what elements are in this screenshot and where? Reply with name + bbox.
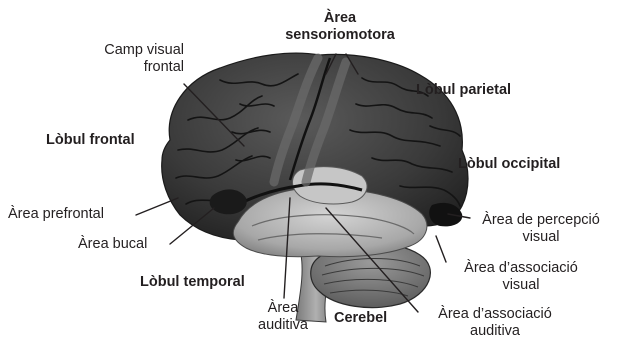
label-area-prefrontal: Àrea prefrontal <box>8 206 104 223</box>
label-area-sensoriomotora-line2: sensoriomotora <box>270 27 410 44</box>
label-camp-visual-frontal-line1: Camp visual <box>74 42 184 59</box>
leader-area-prefrontal <box>136 198 178 215</box>
label-area-dassociacio-visual-line2: visual <box>446 277 596 294</box>
leader-associacio-visual <box>436 236 446 262</box>
label-area-sensoriomotora-line1: Àrea <box>270 10 410 27</box>
label-area-de-percepcio-visual: Àrea de percepció visual <box>466 212 616 246</box>
label-area-de-percepcio-visual-line1: Àrea de percepció <box>466 212 616 229</box>
label-area-auditiva-line2: auditiva <box>248 317 318 334</box>
label-camp-visual-frontal: Camp visual frontal <box>74 42 184 76</box>
label-lobul-frontal: Lòbul frontal <box>46 132 135 149</box>
label-area-bucal: Àrea bucal <box>78 236 147 253</box>
label-area-de-percepcio-visual-line2: visual <box>466 229 616 246</box>
label-area-sensoriomotora: Àrea sensoriomotora <box>270 10 410 44</box>
label-area-auditiva-line1: Àrea <box>248 300 318 317</box>
label-cerebel: Cerebel <box>334 310 387 327</box>
label-camp-visual-frontal-line2: frontal <box>74 59 184 76</box>
label-lobul-temporal: Lòbul temporal <box>140 274 245 291</box>
label-area-dassociacio-visual: Àrea d’associació visual <box>446 260 596 294</box>
label-area-dassociacio-visual-line1: Àrea d’associació <box>446 260 596 277</box>
label-lobul-occipital: Lòbul occipital <box>458 156 560 173</box>
label-area-dassociacio-auditiva: Àrea d’associació auditiva <box>420 306 570 340</box>
label-lobul-parietal: Lòbul parietal <box>416 82 511 99</box>
label-area-dassociacio-auditiva-line2: auditiva <box>420 323 570 340</box>
label-area-dassociacio-auditiva-line1: Àrea d’associació <box>420 306 570 323</box>
label-area-auditiva: Àrea auditiva <box>248 300 318 334</box>
